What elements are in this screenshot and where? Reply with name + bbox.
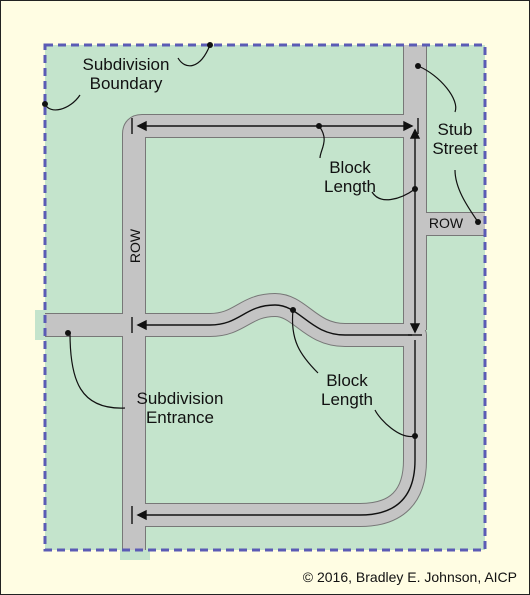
stub-street-label-1: Stub (438, 120, 473, 139)
block-length-lower-label-2: Length (321, 390, 373, 409)
subdivision-entrance-label-2: Entrance (146, 408, 214, 427)
subdivision-boundary-line (43, 43, 487, 552)
block-length-lower-label-1: Block (326, 371, 368, 390)
row-horizontal-label: ROW (429, 215, 464, 231)
subdivision-entrance-label-1: Subdivision (137, 389, 224, 408)
block-length-dimensions (131, 118, 422, 524)
block-length-upper-label-2: Length (324, 177, 376, 196)
callout-dots (42, 42, 481, 439)
copyright-text: © 2016, Bradley E. Johnson, AICP (303, 569, 517, 585)
block-length-upper-label-1: Block (329, 158, 371, 177)
subdivision-boundary-label-1: Subdivision (83, 55, 170, 74)
subdivision-boundary-label-2: Boundary (90, 74, 163, 93)
stub-street-label-2: Street (432, 139, 478, 158)
row-vertical-label: ROW (127, 228, 143, 263)
